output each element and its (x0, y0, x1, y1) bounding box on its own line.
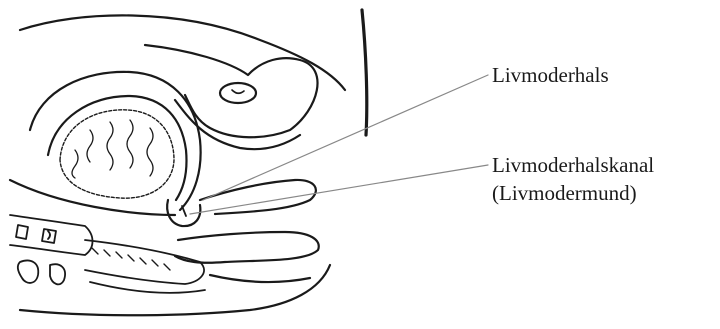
label-cervical-canal-alt: (Livmodermund) (492, 181, 637, 205)
label-cervix: Livmoderhals (492, 63, 609, 87)
bladder-base (173, 98, 302, 151)
bladder-inner (218, 81, 258, 105)
perineum-curve (18, 263, 332, 317)
label-cervical-canal: Livmoderhalskanal (492, 153, 655, 177)
leader-line-canal (189, 164, 489, 215)
leader-line-cervix (202, 74, 489, 201)
pubic-vertical-line (360, 8, 369, 137)
bladder-inner-mark (231, 89, 245, 95)
bladder-outline (143, 43, 319, 139)
sacrum-vertebrae (9, 214, 206, 294)
cervix-shape (166, 198, 202, 228)
uterus-body (28, 70, 202, 212)
posterior-outline (8, 178, 177, 217)
vaginal-wall-upper (198, 178, 317, 216)
uterus-lining (59, 109, 175, 199)
vaginal-wall-lower (173, 230, 320, 264)
lower-wall (208, 273, 312, 284)
uterus-wall-inner (46, 94, 188, 202)
uterus-lining-hatch (71, 119, 154, 179)
abdominal-wall-outline (18, 14, 347, 92)
cervix-opening (181, 205, 187, 217)
